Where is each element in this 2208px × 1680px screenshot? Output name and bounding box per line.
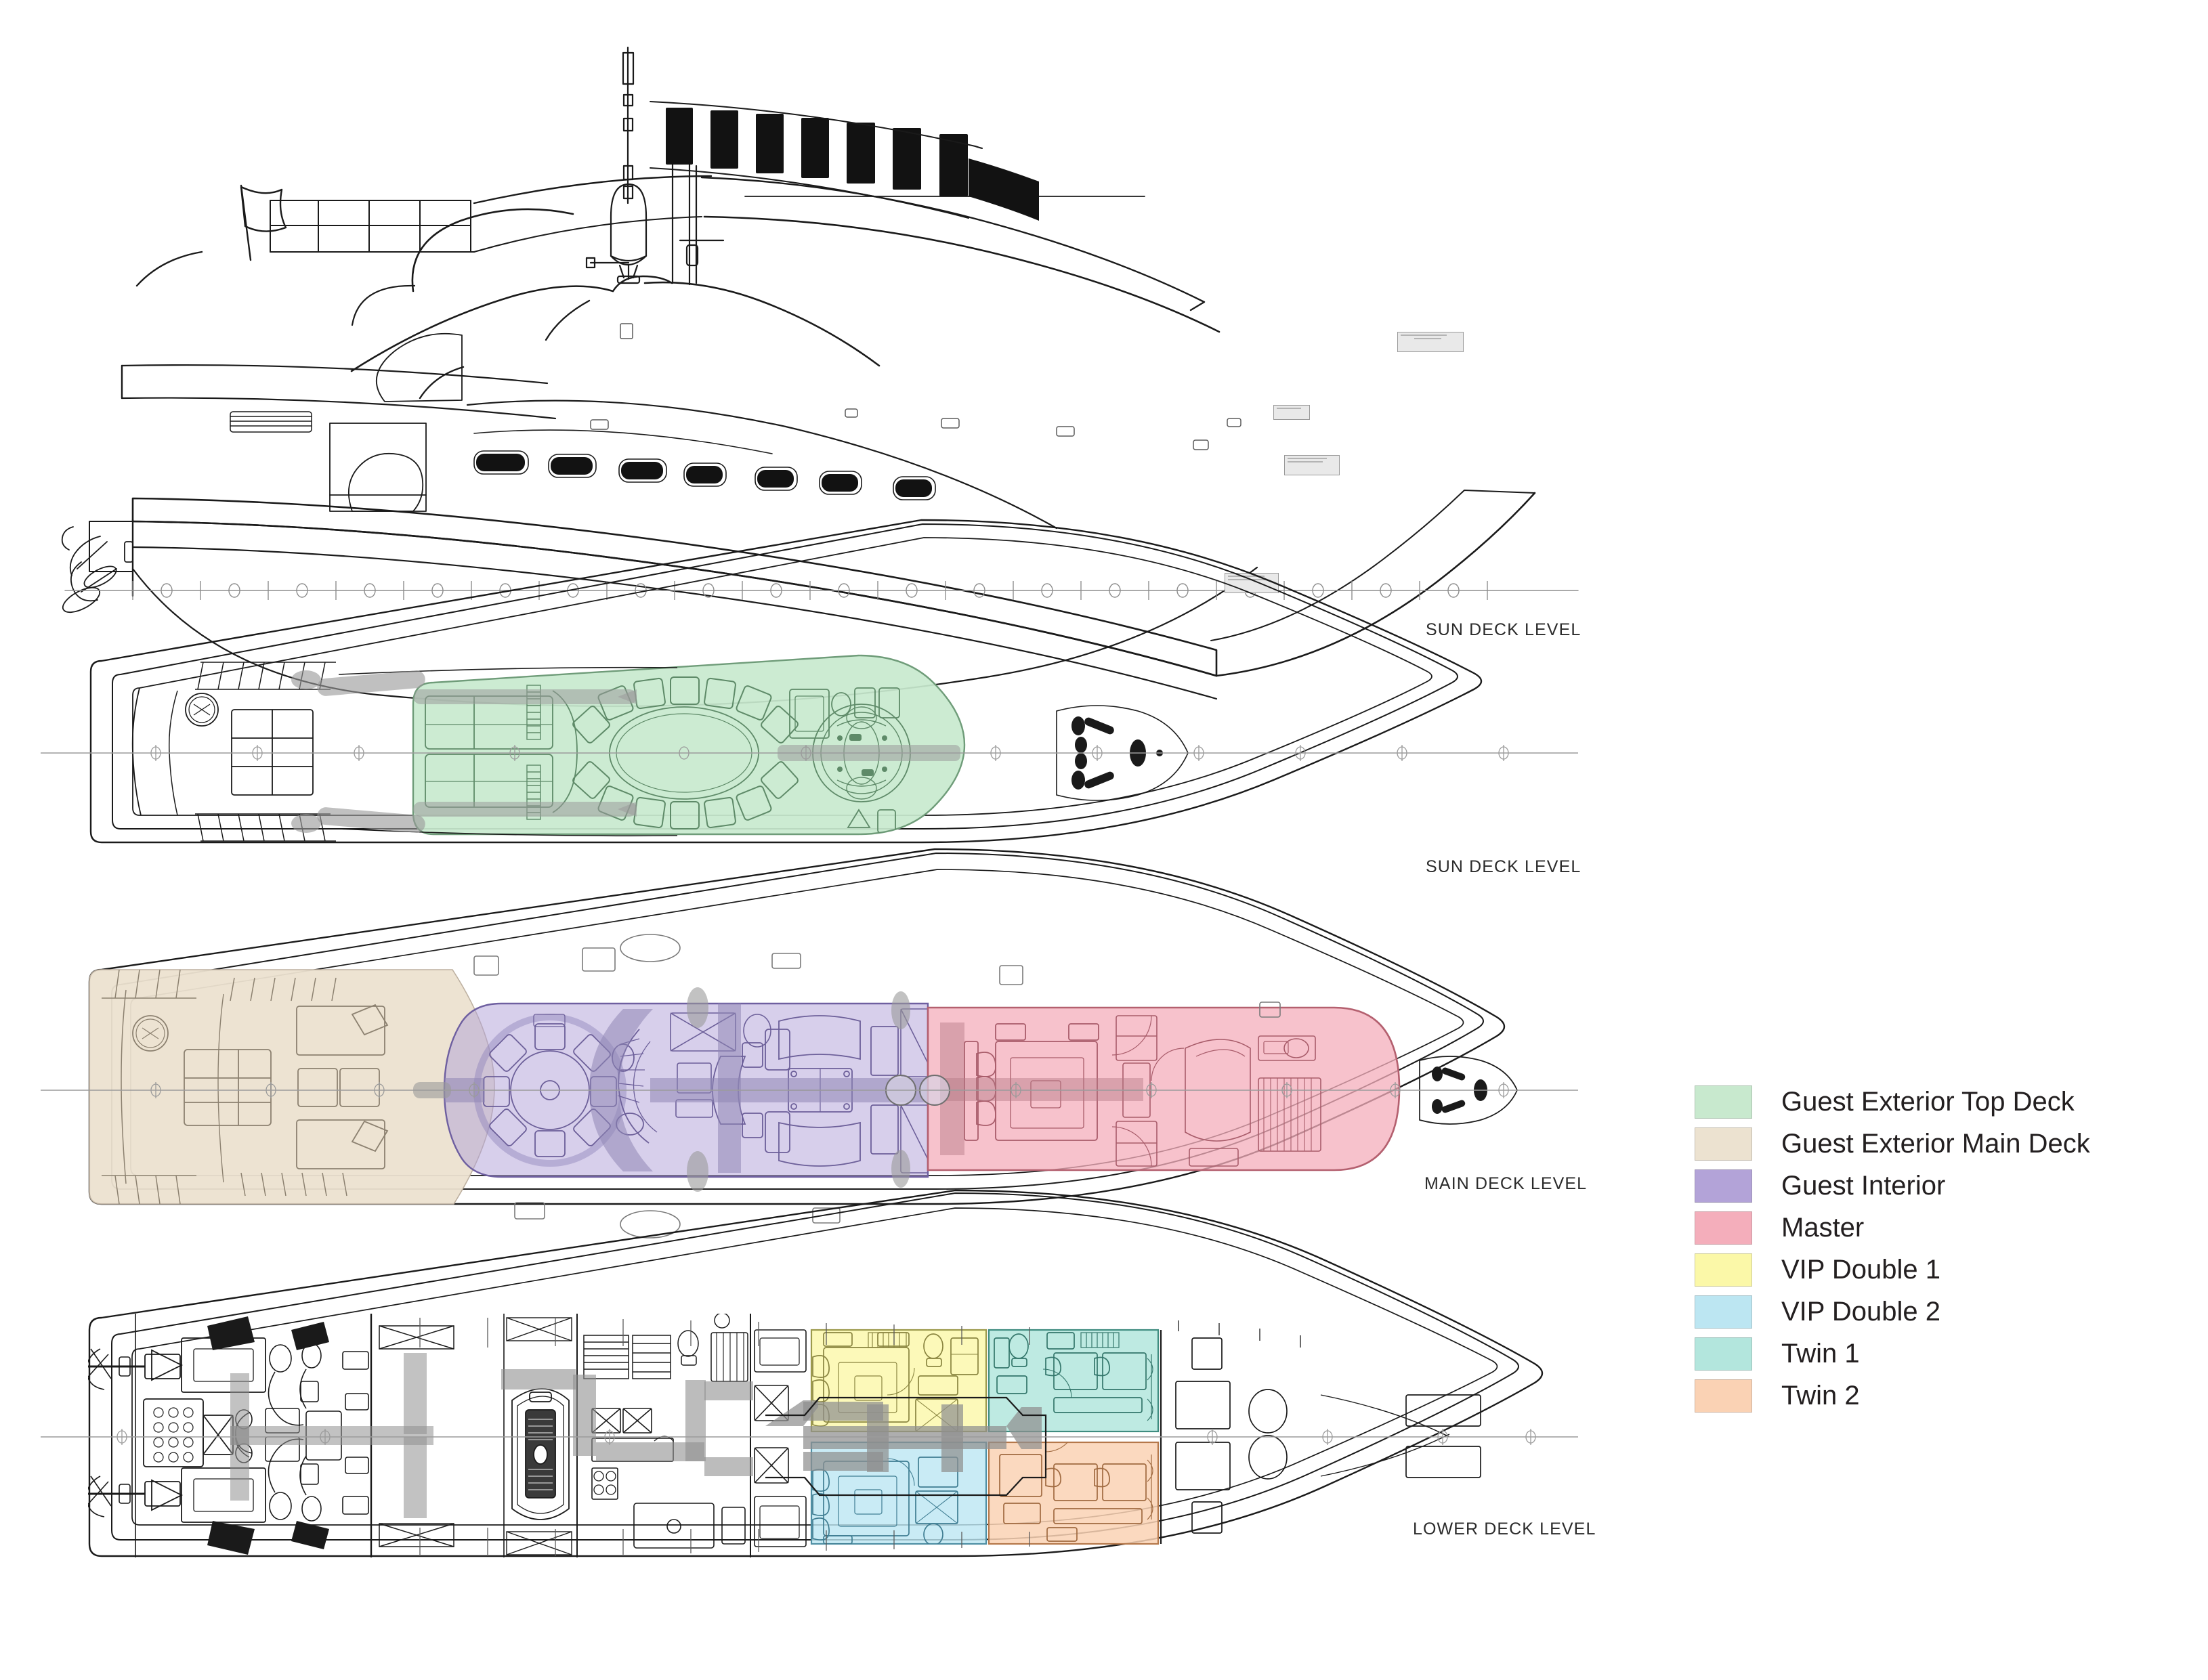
- legend-swatch-guest-exterior-top-deck: [1695, 1085, 1752, 1119]
- zone-legend: Guest Exterior Top Deck Guest Exterior M…: [1695, 1081, 2090, 1417]
- legend-swatch-vip-double-1: [1695, 1253, 1752, 1287]
- legend-label-twin-1: Twin 1: [1781, 1338, 1860, 1369]
- zone-master: [927, 1006, 1401, 1171]
- legend-item-vip-double-2: VIP Double 2: [1695, 1291, 2090, 1333]
- legend-item-master: Master: [1695, 1207, 2090, 1249]
- station-marks: [132, 581, 1488, 600]
- lower-deck-plan-view: [0, 1189, 1626, 1598]
- ensign-flag-icon: [240, 184, 287, 261]
- running-gear: [62, 536, 133, 613]
- centerline: [41, 745, 1578, 761]
- centerline: [41, 1429, 1578, 1445]
- legend-swatch-guest-exterior-main-deck: [1695, 1127, 1752, 1161]
- deck-caption-main-deck: MAIN DECK LEVEL: [1424, 1174, 1588, 1193]
- legend-label-twin-2: Twin 2: [1781, 1380, 1860, 1410]
- legend-item-twin-2: Twin 2: [1695, 1375, 2090, 1417]
- legend-label-guest-interior: Guest Interior: [1781, 1170, 1946, 1201]
- callout-owners-stateroom: [1284, 455, 1340, 475]
- hull-side-windows-frames: [473, 450, 936, 500]
- legend-item-guest-interior: Guest Interior: [1695, 1165, 2090, 1207]
- garage-door-panel: [329, 423, 427, 512]
- legend-label-vip-double-2: VIP Double 2: [1781, 1296, 1940, 1327]
- main-deck-plan-view: [0, 848, 1626, 1246]
- guest-corridor: [765, 1400, 1042, 1472]
- legend-swatch-master: [1695, 1211, 1752, 1245]
- anchor-windlass-icon: [1071, 716, 1163, 790]
- legend-item-guest-exterior-main-deck: Guest Exterior Main Deck: [1695, 1123, 2090, 1165]
- legend-label-guest-exterior-top-deck: Guest Exterior Top Deck: [1781, 1086, 2075, 1117]
- zone-twin-2: [988, 1441, 1160, 1545]
- sun-deck-plan-view: [0, 519, 1626, 894]
- mast-icon: [585, 46, 725, 286]
- deck-caption-sun-deck: SUN DECK LEVEL: [1426, 857, 1581, 876]
- legend-swatch-twin-2: [1695, 1379, 1752, 1413]
- tender-icon: [511, 1388, 570, 1520]
- hull-side-windows: [476, 454, 932, 497]
- legend-item-guest-exterior-top-deck: Guest Exterior Top Deck: [1695, 1081, 2090, 1123]
- legend-item-vip-double-1: VIP Double 1: [1695, 1249, 2090, 1291]
- legend-label-vip-double-1: VIP Double 1: [1781, 1254, 1940, 1285]
- callout-crew-space: [1273, 405, 1310, 420]
- profile-elevation-view: [0, 0, 1626, 708]
- legend-swatch-vip-double-2: [1695, 1295, 1752, 1329]
- deck-caption-profile: SUN DECK LEVEL: [1426, 620, 1581, 639]
- legend-label-guest-exterior-main-deck: Guest Exterior Main Deck: [1781, 1128, 2090, 1159]
- legend-swatch-twin-1: [1695, 1337, 1752, 1371]
- callout-forward-tank-space: [1397, 332, 1464, 352]
- centerline: [41, 1082, 1578, 1098]
- legend-swatch-guest-interior: [1695, 1169, 1752, 1203]
- legend-item-twin-1: Twin 1: [1695, 1333, 2090, 1375]
- callout-thruster-compartment: [1225, 573, 1279, 593]
- legend-label-master: Master: [1781, 1212, 1865, 1243]
- deck-caption-lower-deck: LOWER DECK LEVEL: [1413, 1520, 1596, 1538]
- flybridge-railing: [270, 200, 475, 253]
